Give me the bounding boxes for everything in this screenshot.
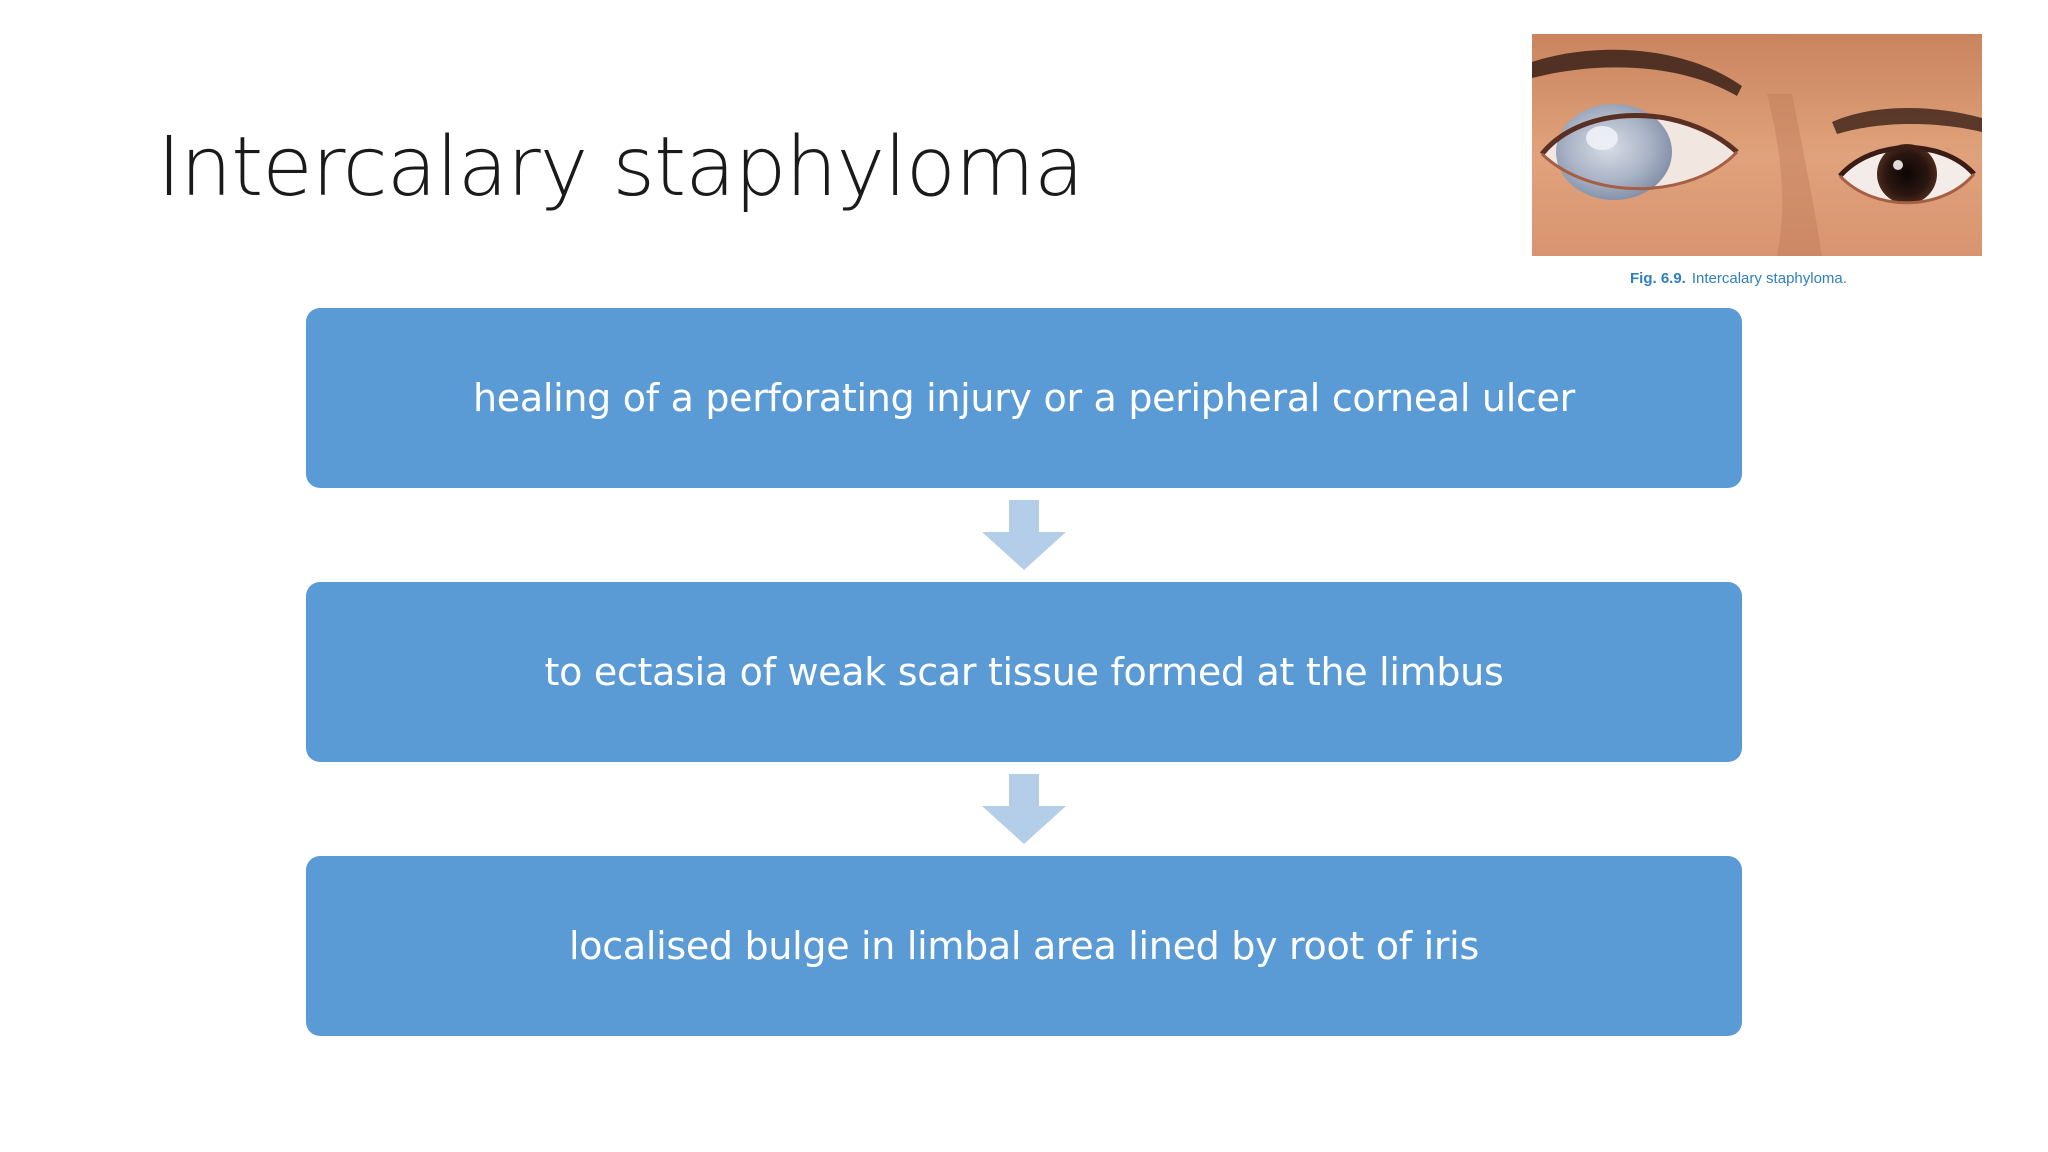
- figure-caption-text: Intercalary staphyloma.: [1691, 270, 1847, 287]
- flow-step-1: healing of a perforating injury or a per…: [306, 308, 1742, 488]
- figure: Fig. 6.9. Intercalary staphyloma.: [1532, 34, 1982, 310]
- figure-number: Fig. 6.9.: [1630, 270, 1686, 287]
- figure-caption: Fig. 6.9. Intercalary staphyloma.: [1630, 270, 1847, 287]
- down-arrow-icon: [982, 500, 1066, 570]
- eye-photo: [1532, 34, 1982, 256]
- down-arrow-icon: [982, 774, 1066, 844]
- slide-title: Intercalary staphyloma: [157, 120, 1084, 215]
- flow-step-3: localised bulge in limbal area lined by …: [306, 856, 1742, 1036]
- flow-step-2: to ectasia of weak scar tissue formed at…: [306, 582, 1742, 762]
